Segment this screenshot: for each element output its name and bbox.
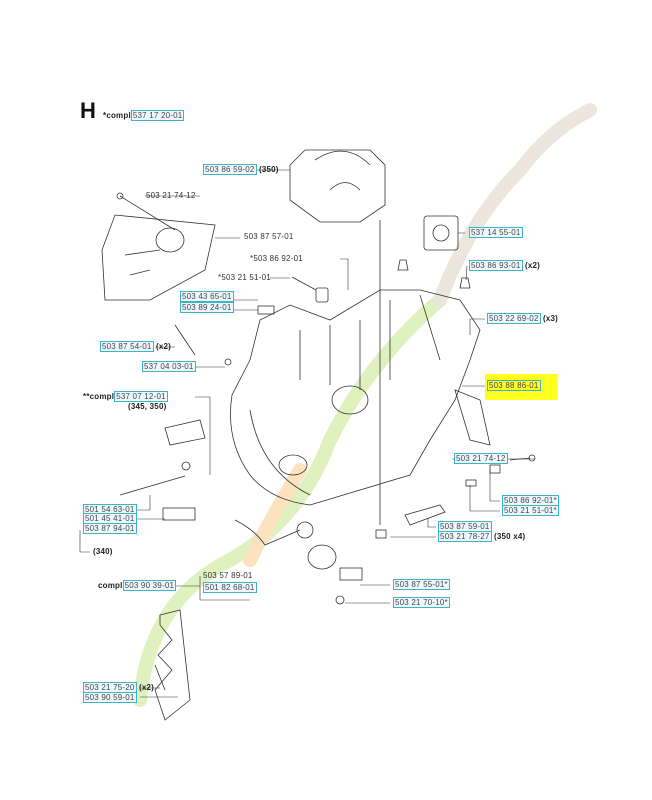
section-letter: H xyxy=(80,98,96,123)
part-number: *503 86 92-01 xyxy=(250,254,303,263)
part-number-link[interactable]: 503 87 59-01 xyxy=(438,521,492,532)
part-number-link[interactable]: 501 82 68-01 xyxy=(203,582,257,593)
part-number-link[interactable]: 503 87 54-01 xyxy=(100,341,154,352)
part-number-link[interactable]: 501 54 63-01 xyxy=(83,504,137,515)
part-label: 503 87 59-01 xyxy=(438,521,492,532)
part-label: 503 87 94-01 xyxy=(83,523,137,534)
part-label: (340) xyxy=(93,547,113,556)
highlight-marker xyxy=(485,374,558,400)
part-number-link[interactable]: 537 04 03-01 xyxy=(142,361,196,372)
part-number-link[interactable]: 537 07 12-01 xyxy=(114,391,168,402)
part-number-link[interactable]: 503 89 24-01 xyxy=(180,302,234,313)
part-label: 503 21 51-01* xyxy=(502,505,559,516)
cylinder-part xyxy=(289,149,386,223)
part-number-link[interactable]: 503 87 94-01 xyxy=(83,523,137,534)
part-label: 501 82 68-01 xyxy=(203,582,257,593)
part-label: 537 14 55-01 xyxy=(469,227,523,238)
part-label: 503 21 74-12 xyxy=(146,191,196,201)
part-label: 503 21 74-12 xyxy=(454,453,508,464)
part-number-link[interactable]: 503 86 59-02 xyxy=(203,164,257,175)
part-label: *503 21 51-01 xyxy=(218,273,271,283)
part-label: 537 04 03-01 xyxy=(142,361,196,372)
part-label: 503 87 57-01 xyxy=(244,232,294,242)
part-number: 503 21 74-12 xyxy=(146,191,196,200)
part-number-link[interactable]: 503 88 86-01 xyxy=(487,380,541,391)
part-number: *503 21 51-01 xyxy=(218,273,271,282)
part-label-highlighted: 503 88 86-01 xyxy=(487,380,541,391)
part-label: 503 89 24-01 xyxy=(180,302,234,313)
part-label: 501 54 63-01 xyxy=(83,504,137,515)
part-label: 503 21 75-20 (x2) xyxy=(83,682,155,693)
part-label: 503 22 69-02 (x3) xyxy=(487,313,559,324)
part-label: 503 90 59-01 xyxy=(83,692,137,703)
part-label: 503 21 78-27 (350 x4) xyxy=(438,531,526,542)
part-number-link[interactable]: 503 87 55-01* xyxy=(393,579,450,590)
part-number-link[interactable]: 503 21 78-27 xyxy=(438,531,492,542)
part-number-link[interactable]: 537 17 20-01 xyxy=(130,110,185,121)
part-label: 503 43 65-01 xyxy=(180,291,234,302)
part-label: 503 57 89-01 xyxy=(203,571,253,581)
part-number-link[interactable]: 503 21 75-20 xyxy=(83,682,137,693)
part-number-link[interactable]: 503 21 51-01* xyxy=(502,505,559,516)
chain-guard-part xyxy=(101,214,216,301)
seal-part xyxy=(423,215,459,251)
part-label: 501 45 41-01 xyxy=(83,513,137,524)
watermark xyxy=(133,103,597,707)
part-number-link[interactable]: 537 14 55-01 xyxy=(469,227,523,238)
part-label: 503 86 92-01* xyxy=(502,495,559,506)
part-number: 503 57 89-01 xyxy=(203,571,253,580)
part-number-link[interactable]: 503 21 74-12 xyxy=(454,453,508,464)
part-label: 503 87 54-01 (x2) xyxy=(100,341,172,352)
small-parts xyxy=(116,192,536,721)
part-label: 503 21 70-10* xyxy=(393,597,450,608)
part-number-link[interactable]: 503 90 39-01 xyxy=(122,580,177,591)
part-label: 503 87 55-01* xyxy=(393,579,450,590)
part-number-link[interactable]: 503 43 65-01 xyxy=(180,291,234,302)
part-label: *503 86 92-01 xyxy=(250,254,303,264)
part-label: 503 86 59-02 (350) xyxy=(203,164,279,175)
part-number: 503 87 57-01 xyxy=(244,232,294,241)
part-number-link[interactable]: 501 45 41-01 xyxy=(83,513,137,524)
part-number-link[interactable]: 503 86 93-01 xyxy=(469,260,523,271)
part-number-link[interactable]: 503 90 59-01 xyxy=(83,692,137,703)
crankcase-part xyxy=(230,289,481,506)
part-label: 503 86 93-01 (x2) xyxy=(469,260,541,271)
part-number-link[interactable]: 503 21 70-10* xyxy=(393,597,450,608)
part-number-link[interactable]: 503 22 69-02 xyxy=(487,313,541,324)
part-number-link[interactable]: 503 86 92-01* xyxy=(502,495,559,506)
